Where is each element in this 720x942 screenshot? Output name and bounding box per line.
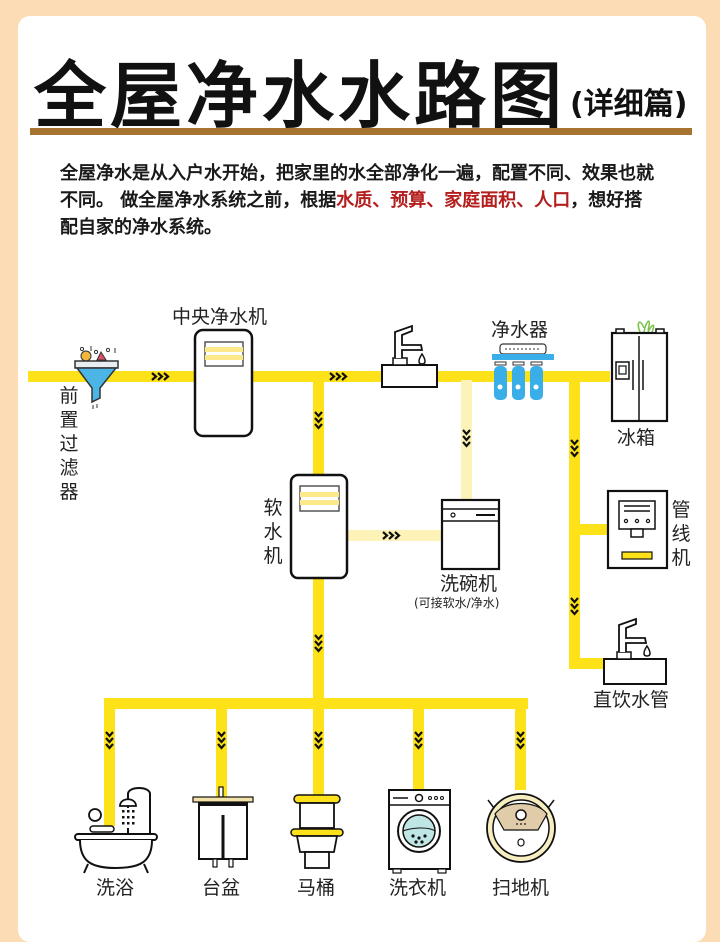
basin-icon [192,786,254,868]
intro-text-2: ，想好搭配自家的净水系统。 [60,190,643,238]
label-pre-filter: 前置过滤器 [59,385,79,503]
label-fridge: 冰箱 [617,427,656,449]
intro-paragraph: 全屋净水是从入户水开始，把家里的水全部净化一遍，配置不同、效果也就不同。 做全屋… [60,160,660,241]
page-title: 全屋净水水路图 [34,54,567,138]
faucet-icon [381,324,438,388]
label-dishwasher: 洗碗机 [440,573,498,595]
intro-text-1: 全屋净水是从入户水开始，把家里的水全部净化一遍，配置不同、效果也就不同。 做全屋… [60,163,654,211]
funnel-icon [74,346,119,409]
softener-icon [289,473,349,580]
title-row: 全屋净水水路图 (详细篇) [34,48,687,132]
central-purifier-icon [193,328,254,438]
page-subtitle: (详细篇) [570,87,688,122]
label-robot-vacuum: 扫地机 [492,877,550,899]
washing-machine-icon [388,789,451,874]
dishwasher-icon [440,498,501,571]
label-dishwasher-note: (可接软水/净水) [414,596,500,610]
pipe-to-drinking-tap [574,658,604,669]
pipe-bath [104,698,115,826]
drinking-tap-icon [603,617,667,685]
pipe-vacuum [515,698,526,790]
pipe-right-branch [569,376,580,669]
label-basin: 台盆 [202,877,241,899]
bathtub-icon [74,787,158,874]
water-purifier-icon [492,343,554,400]
label-drinking-tap: 直饮水管 [593,689,670,711]
pipe-to-softener [313,376,324,476]
poster-card [18,16,706,942]
label-softener: 软水机 [263,497,283,567]
label-washer: 洗衣机 [389,877,447,899]
label-water-purifier: 净水器 [491,319,549,341]
pipe-to-pipeline-machine [574,524,609,535]
robot-vacuum-icon [486,793,556,863]
label-central-purifier: 中央净水机 [172,306,268,328]
toilet-icon [290,794,344,869]
pipe-softener-down [313,578,324,704]
title-underline [30,128,692,135]
label-toilet: 马桶 [297,877,336,899]
label-bath: 洗浴 [96,877,135,899]
fridge-icon [610,320,669,423]
pipes [28,371,610,826]
pipe-washer [413,698,424,790]
intro-highlight: 水质、预算、家庭面积、人口 [336,190,571,211]
pipeline-machine-icon [606,489,669,570]
label-pipeline-machine: 管线机 [671,499,691,569]
